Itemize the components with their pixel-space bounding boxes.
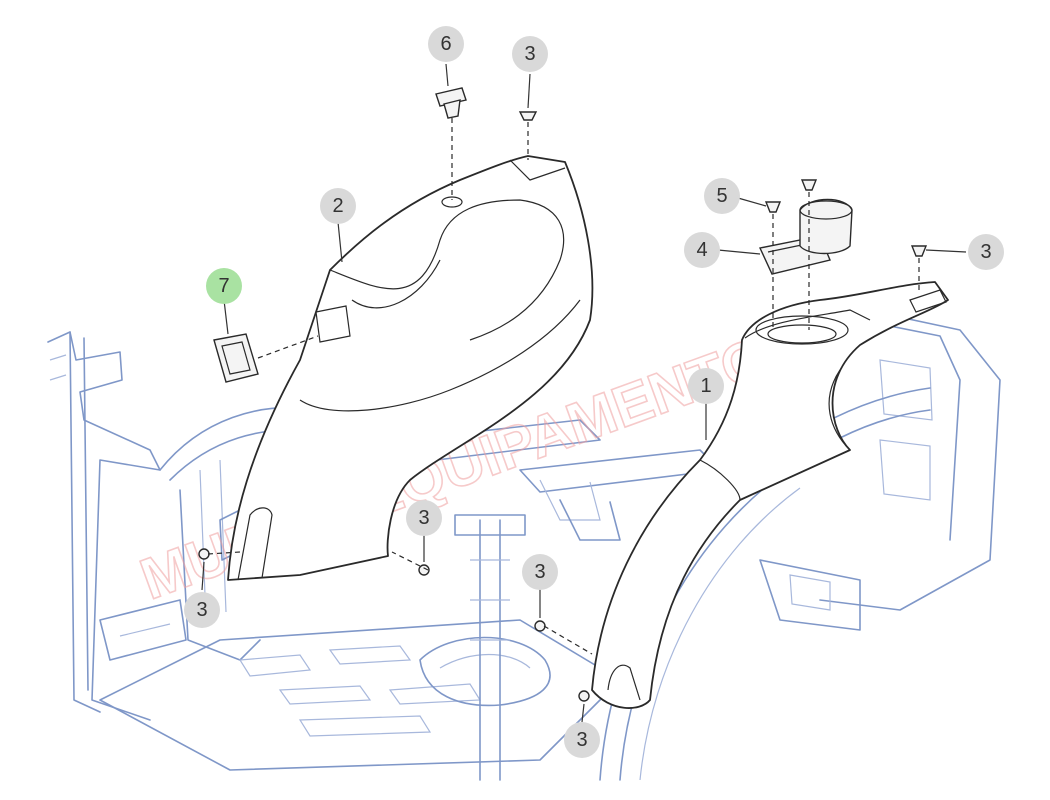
callout-part-3: 3	[406, 500, 442, 536]
callout-label: 7	[218, 275, 229, 297]
callout-label: 3	[576, 729, 587, 751]
left-fender-panel	[227, 155, 594, 581]
callout-part-7: 7	[206, 268, 242, 304]
callout-label: 2	[332, 195, 343, 217]
callout-label: 3	[524, 43, 535, 65]
callout-label: 3	[196, 599, 207, 621]
cup-holder	[799, 198, 853, 255]
callout-part-1: 1	[688, 368, 724, 404]
callout-part-3: 3	[512, 36, 548, 72]
callout-label: 4	[696, 239, 707, 261]
screws	[198, 111, 928, 702]
tractor-frame-linework	[47, 299, 1001, 781]
callouts: 6 3 2 7 5 4 3 1	[184, 26, 1004, 758]
callout-part-3: 3	[522, 554, 558, 590]
callout-part-5: 5	[704, 178, 740, 214]
plug-part-6	[435, 87, 467, 119]
callout-label: 3	[980, 241, 991, 263]
leader-lines	[201, 63, 967, 723]
assembly-lines	[207, 118, 920, 655]
right-fender-panel	[591, 281, 949, 709]
grommet-part-7	[213, 333, 259, 383]
callout-label: 1	[700, 375, 711, 397]
callout-part-6: 6	[428, 26, 464, 62]
callout-part-3: 3	[184, 592, 220, 628]
callout-label: 6	[440, 33, 451, 55]
callout-part-4: 4	[684, 232, 720, 268]
callout-part-2: 2	[320, 188, 356, 224]
callout-part-3: 3	[968, 234, 1004, 270]
callout-label: 3	[534, 561, 545, 583]
callout-label: 3	[418, 507, 429, 529]
callout-label: 5	[716, 185, 727, 207]
callout-part-3: 3	[564, 722, 600, 758]
